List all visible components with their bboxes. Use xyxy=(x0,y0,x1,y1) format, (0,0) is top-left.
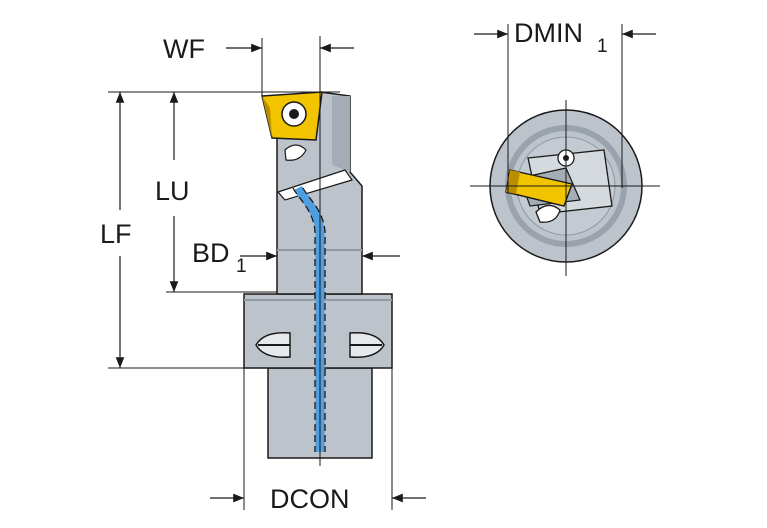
lu-label: LU xyxy=(155,176,190,206)
clamp-slot-icon xyxy=(255,332,291,358)
side-view xyxy=(243,36,393,466)
wf-label: WF xyxy=(163,34,205,64)
dimension-wf: WF xyxy=(163,34,354,96)
dimension-lf: LF xyxy=(100,91,244,369)
dimension-bd1: BD 1 xyxy=(192,238,400,277)
cutting-insert xyxy=(261,91,323,141)
lf-label: LF xyxy=(100,219,132,249)
dimension-lu: LU xyxy=(155,91,340,293)
clamp-slot-icon xyxy=(349,332,385,358)
cutting-insert-front xyxy=(505,169,573,207)
front-view xyxy=(470,100,660,276)
dimension-dmin1: DMIN 1 xyxy=(474,18,656,194)
bd-subscript: 1 xyxy=(236,256,247,277)
dcon-label: DCON xyxy=(270,484,350,514)
dmin-subscript: 1 xyxy=(597,36,608,57)
dimension-dcon: DCON xyxy=(210,368,426,514)
bd-label: BD xyxy=(192,238,230,268)
dmin-label: DMIN xyxy=(514,18,583,48)
